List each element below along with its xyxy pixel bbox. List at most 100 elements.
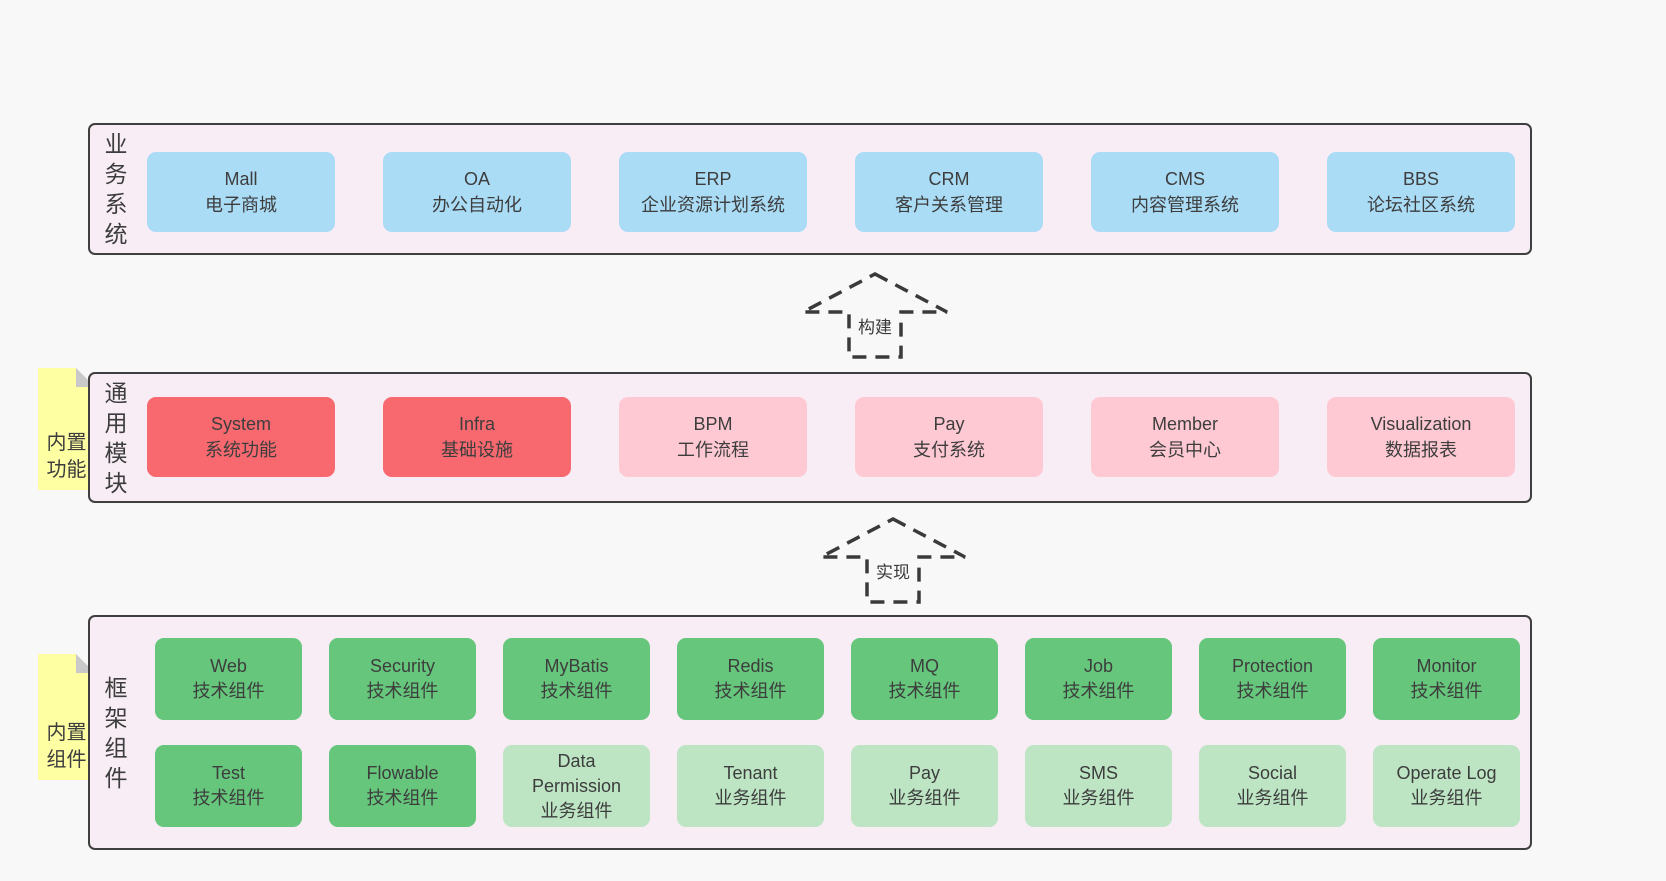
implement-arrow: 实现 — [813, 513, 973, 605]
box-subtitle: 支付系统 — [913, 440, 985, 460]
box-subtitle: 论坛社区系统 — [1367, 195, 1475, 215]
box-subtitle: 业务组件 — [1410, 788, 1483, 808]
box-job: Job 技术组件 — [1025, 638, 1172, 720]
box-security: Security 技术组件 — [329, 638, 476, 720]
box-test: Test 技术组件 — [155, 745, 302, 827]
band-label-components: 框架组件 — [104, 674, 128, 791]
box-title: CMS — [1165, 169, 1205, 189]
box-title: Web — [210, 656, 247, 676]
box-subtitle: 技术组件 — [714, 681, 787, 701]
box-mq: MQ 技术组件 — [851, 638, 998, 720]
box-subtitle: 技术组件 — [192, 681, 265, 701]
box-bpm: BPM 工作流程 — [619, 397, 807, 477]
box-monitor: Monitor 技术组件 — [1373, 638, 1520, 720]
box-social: Social 业务组件 — [1199, 745, 1346, 827]
note-label: 内置功能 — [46, 432, 87, 481]
box-title: Redis — [727, 656, 774, 676]
box-title: Flowable — [366, 763, 439, 783]
box-title: Monitor — [1416, 656, 1477, 676]
box-subtitle: 基础设施 — [441, 440, 513, 460]
up-arrow-icon — [820, 517, 966, 604]
band-label-business: 业务系统 — [104, 131, 128, 247]
box-flowable: Flowable 技术组件 — [329, 745, 476, 827]
components-row-1: Web 技术组件 Security 技术组件 MyBatis 技术组件 Redi… — [155, 638, 1520, 720]
box-title: Member — [1151, 414, 1218, 434]
box-subtitle: 系统功能 — [205, 440, 277, 460]
build-arrow-label: 构建 — [855, 312, 895, 339]
box-infra: Infra 基础设施 — [383, 397, 571, 477]
box-subtitle: 业务组件 — [888, 788, 961, 808]
box-member: Member 会员中心 — [1091, 397, 1279, 477]
box-title: CRM — [928, 169, 970, 189]
box-title: ERP — [694, 169, 732, 189]
box-cms: CMS 内容管理系统 — [1091, 152, 1279, 232]
box-title: MQ — [910, 656, 939, 676]
note-label: 内置组件 — [46, 722, 87, 771]
box-title: OA — [463, 169, 490, 189]
box-tenant: Tenant 业务组件 — [677, 745, 824, 827]
box-title: Pay — [933, 414, 965, 434]
box-title: Job — [1083, 656, 1114, 676]
box-protection: Protection 技术组件 — [1199, 638, 1346, 720]
box-title: BPM — [693, 414, 733, 434]
box-subtitle: 办公自动化 — [432, 195, 522, 215]
up-arrow-icon — [802, 272, 948, 359]
components-row-2: Test 技术组件 Flowable 技术组件 Data Permission … — [155, 745, 1520, 827]
band-business-systems: 业务系统 Mall 电子商城 OA 办公自动化 ERP 企业资源计划系统 CRM… — [88, 123, 1532, 255]
box-subtitle: 会员中心 — [1149, 440, 1221, 460]
box-title: Data Permission — [531, 750, 622, 796]
box-subtitle: 技术组件 — [888, 681, 961, 701]
box-data-permission: Data Permission 业务组件 — [503, 745, 650, 827]
box-erp: ERP 企业资源计划系统 — [619, 152, 807, 232]
box-title: Test — [211, 763, 245, 783]
business-box-row: Mall 电子商城 OA 办公自动化 ERP 企业资源计划系统 CRM 客户关系… — [147, 152, 1515, 232]
box-title: BBS — [1402, 169, 1440, 189]
box-title: Infra — [458, 414, 496, 434]
box-pay-biz: Pay 业务组件 — [851, 745, 998, 827]
box-subtitle: 业务组件 — [1236, 788, 1309, 808]
box-subtitle: 技术组件 — [1062, 681, 1135, 701]
box-subtitle: 内容管理系统 — [1131, 195, 1239, 215]
box-subtitle: 数据报表 — [1385, 440, 1457, 460]
box-subtitle: 技术组件 — [1236, 681, 1309, 701]
box-title: Operate Log — [1396, 763, 1497, 783]
box-oa: OA 办公自动化 — [383, 152, 571, 232]
box-subtitle: 客户关系管理 — [895, 195, 1003, 215]
box-system: System 系统功能 — [147, 397, 335, 477]
builtin-features-note: 内置功能 — [38, 368, 95, 490]
box-subtitle: 技术组件 — [540, 681, 613, 701]
box-pay: Pay 支付系统 — [855, 397, 1043, 477]
box-subtitle: 技术组件 — [192, 788, 265, 808]
box-subtitle: 业务组件 — [540, 800, 613, 821]
box-subtitle: 企业资源计划系统 — [641, 195, 785, 215]
build-arrow: 构建 — [795, 268, 955, 360]
box-subtitle: 业务组件 — [1062, 788, 1135, 808]
box-redis: Redis 技术组件 — [677, 638, 824, 720]
builtin-components-note: 内置组件 — [38, 654, 95, 780]
modules-box-row: System 系统功能 Infra 基础设施 BPM 工作流程 Pay 支付系统… — [147, 397, 1515, 477]
box-subtitle: 技术组件 — [366, 788, 439, 808]
box-subtitle: 技术组件 — [366, 681, 439, 701]
box-subtitle: 电子商城 — [205, 195, 277, 215]
box-title: Security — [369, 656, 436, 676]
box-title: System — [210, 414, 271, 434]
implement-arrow-label: 实现 — [873, 557, 913, 584]
band-label-modules: 通用模块 — [104, 379, 128, 496]
box-subtitle: 技术组件 — [1410, 681, 1483, 701]
box-title: Social — [1247, 763, 1298, 783]
box-title: Mall — [224, 169, 258, 189]
band-framework-components: 框架组件 Web 技术组件 Security 技术组件 MyBatis 技术组件… — [88, 615, 1532, 850]
box-title: Visualization — [1370, 414, 1472, 434]
box-bbs: BBS 论坛社区系统 — [1327, 152, 1515, 232]
box-title: Pay — [908, 763, 941, 783]
box-title: MyBatis — [544, 656, 609, 676]
box-subtitle: 业务组件 — [714, 788, 787, 808]
box-visualization: Visualization 数据报表 — [1327, 397, 1515, 477]
box-subtitle: 工作流程 — [677, 440, 749, 460]
box-title: Protection — [1231, 656, 1314, 676]
box-crm: CRM 客户关系管理 — [855, 152, 1043, 232]
box-title: SMS — [1078, 763, 1118, 783]
box-mybatis: MyBatis 技术组件 — [503, 638, 650, 720]
box-web: Web 技术组件 — [155, 638, 302, 720]
